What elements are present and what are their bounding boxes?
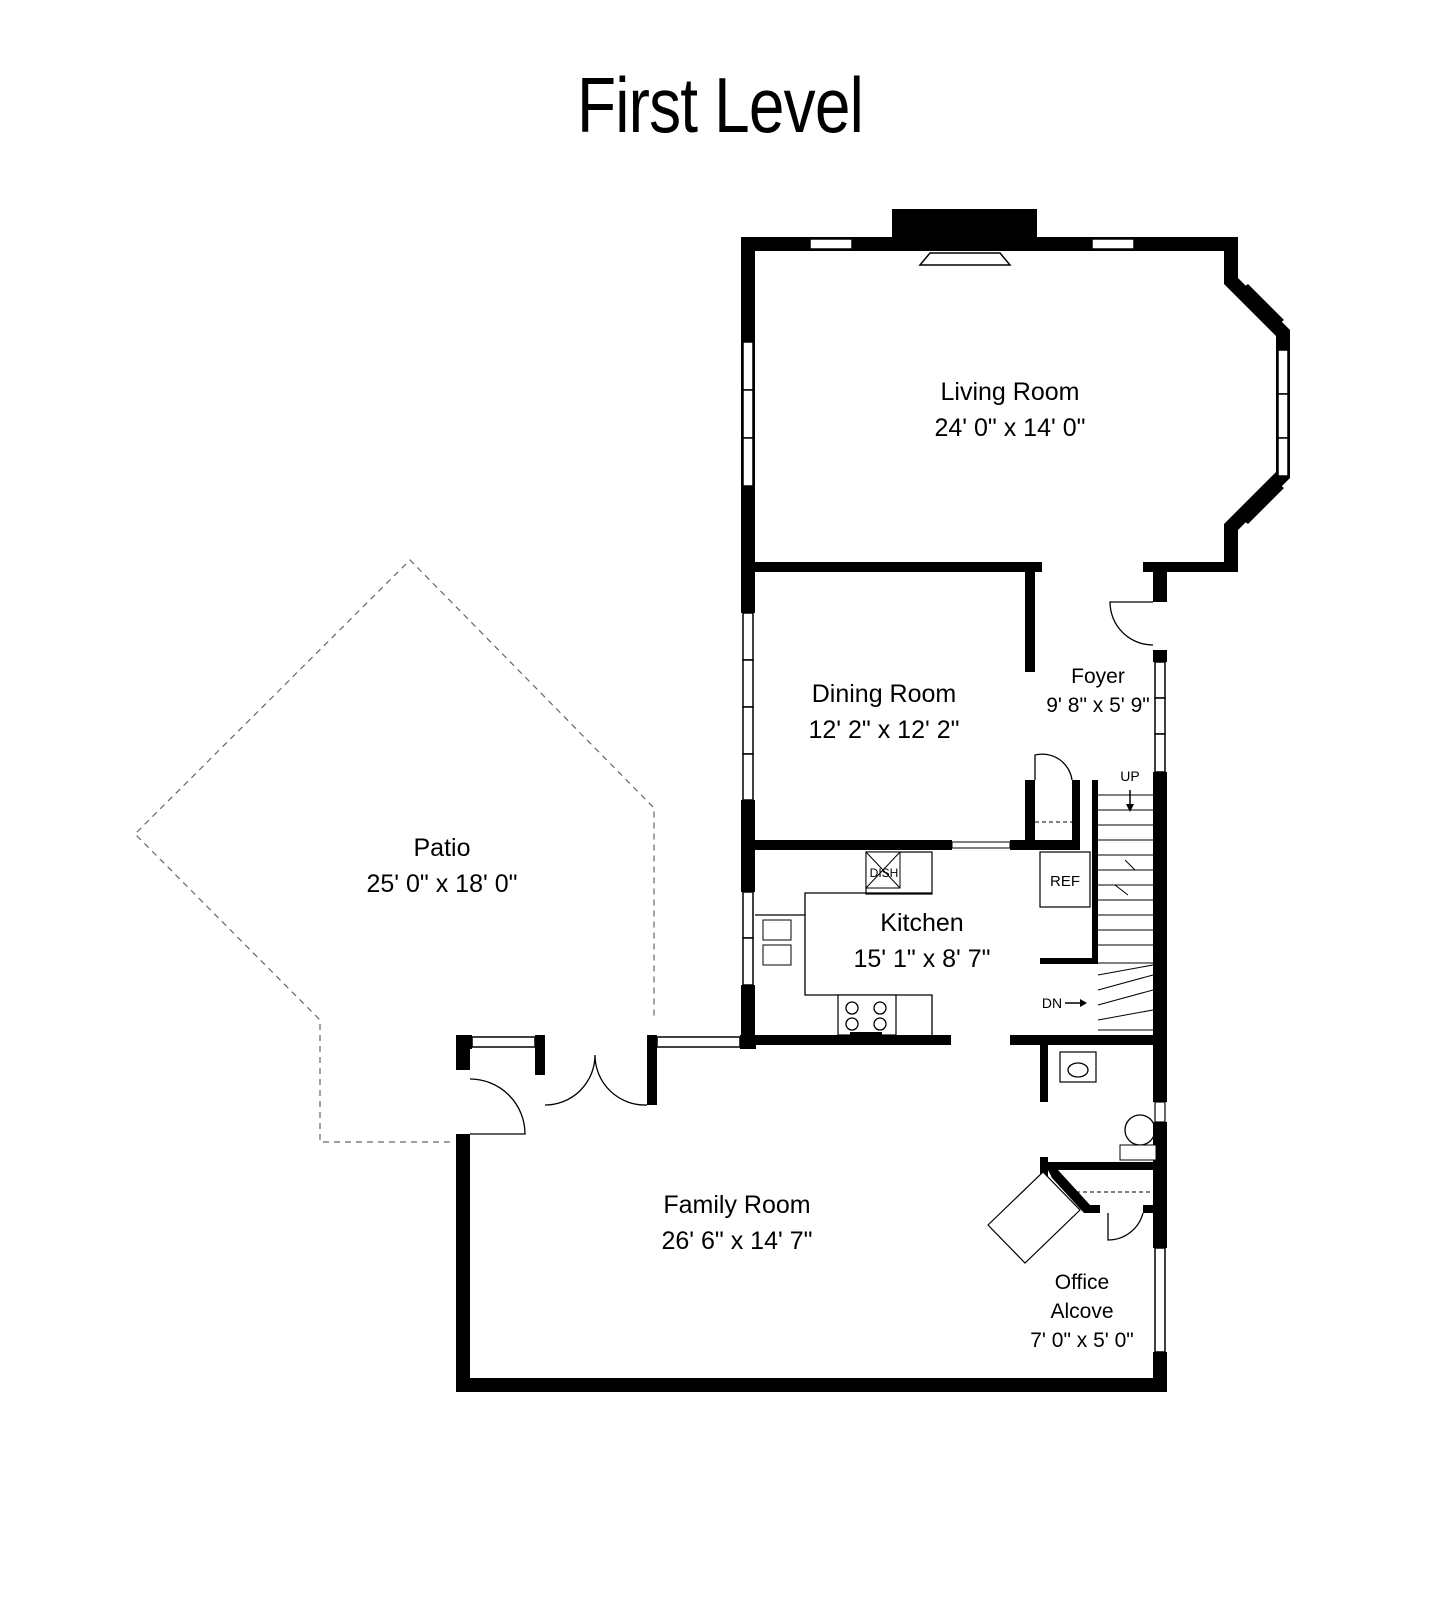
dining-windows (742, 612, 754, 801)
laundry-north-wall (1010, 1035, 1167, 1045)
living-room-dims: 24' 0" x 14' 0" (934, 414, 1085, 442)
office-name-line2: Alcove (1050, 1300, 1113, 1323)
closet-wall (1025, 780, 1035, 850)
family-room-windows (471, 1036, 741, 1048)
family-room-walls (456, 1035, 1167, 1392)
dining-room-dims: 12' 2" x 12' 2" (808, 716, 959, 744)
half-bath-window (1154, 1101, 1166, 1123)
refrigerator (1039, 851, 1091, 908)
stairs-down-label: DN (1042, 995, 1062, 1011)
kitchen-windows (742, 891, 754, 986)
foyer-dims: 9' 8" x 5' 9" (1046, 694, 1149, 717)
stairs-up-label: UP (1120, 768, 1139, 784)
staircase (1040, 780, 1154, 1031)
dining-kitchen-wall-east (1010, 840, 1080, 850)
french-doors (544, 1054, 648, 1106)
kitchen-opening (951, 841, 1011, 849)
family-room-dims: 26' 6" x 14' 7" (661, 1227, 812, 1255)
kitchen-dims: 15' 1" x 8' 7" (853, 945, 990, 973)
family-room-name: Family Room (663, 1191, 810, 1219)
foyer-name: Foyer (1071, 665, 1125, 688)
patio-name: Patio (414, 834, 471, 862)
stair-wall (1072, 780, 1080, 850)
patio-dims: 25' 0" x 18' 0" (366, 870, 517, 898)
kitchen-name: Kitchen (880, 909, 963, 937)
dining-room-name: Dining Room (812, 680, 957, 708)
dishwasher-label: DISH (870, 866, 899, 880)
west-walls (741, 569, 755, 1045)
office-dims: 7' 0" x 5' 0" (1030, 1329, 1133, 1352)
office-window (1154, 1247, 1166, 1353)
living-dining-wall (755, 562, 1042, 572)
kitchen-counters (755, 851, 933, 1036)
patio-door (469, 1078, 526, 1135)
office-name-line1: Office (1055, 1271, 1109, 1294)
foyer-windows (1154, 661, 1166, 773)
dining-foyer-wall (1025, 572, 1035, 672)
kitchen-south-wall (741, 1035, 951, 1045)
dining-kitchen-wall (755, 840, 952, 850)
front-door (1109, 601, 1154, 646)
living-room-windows (742, 238, 1289, 524)
closet-door (1034, 753, 1073, 781)
refrigerator-label: REF (1050, 873, 1080, 890)
fireplace-label: FP (957, 236, 975, 252)
fireplace-hearth (918, 252, 1012, 266)
page-title: First Level (576, 61, 864, 149)
living-room-name: Living Room (941, 378, 1080, 406)
patio-outline (134, 559, 655, 1143)
service-partitions (987, 1045, 1157, 1264)
